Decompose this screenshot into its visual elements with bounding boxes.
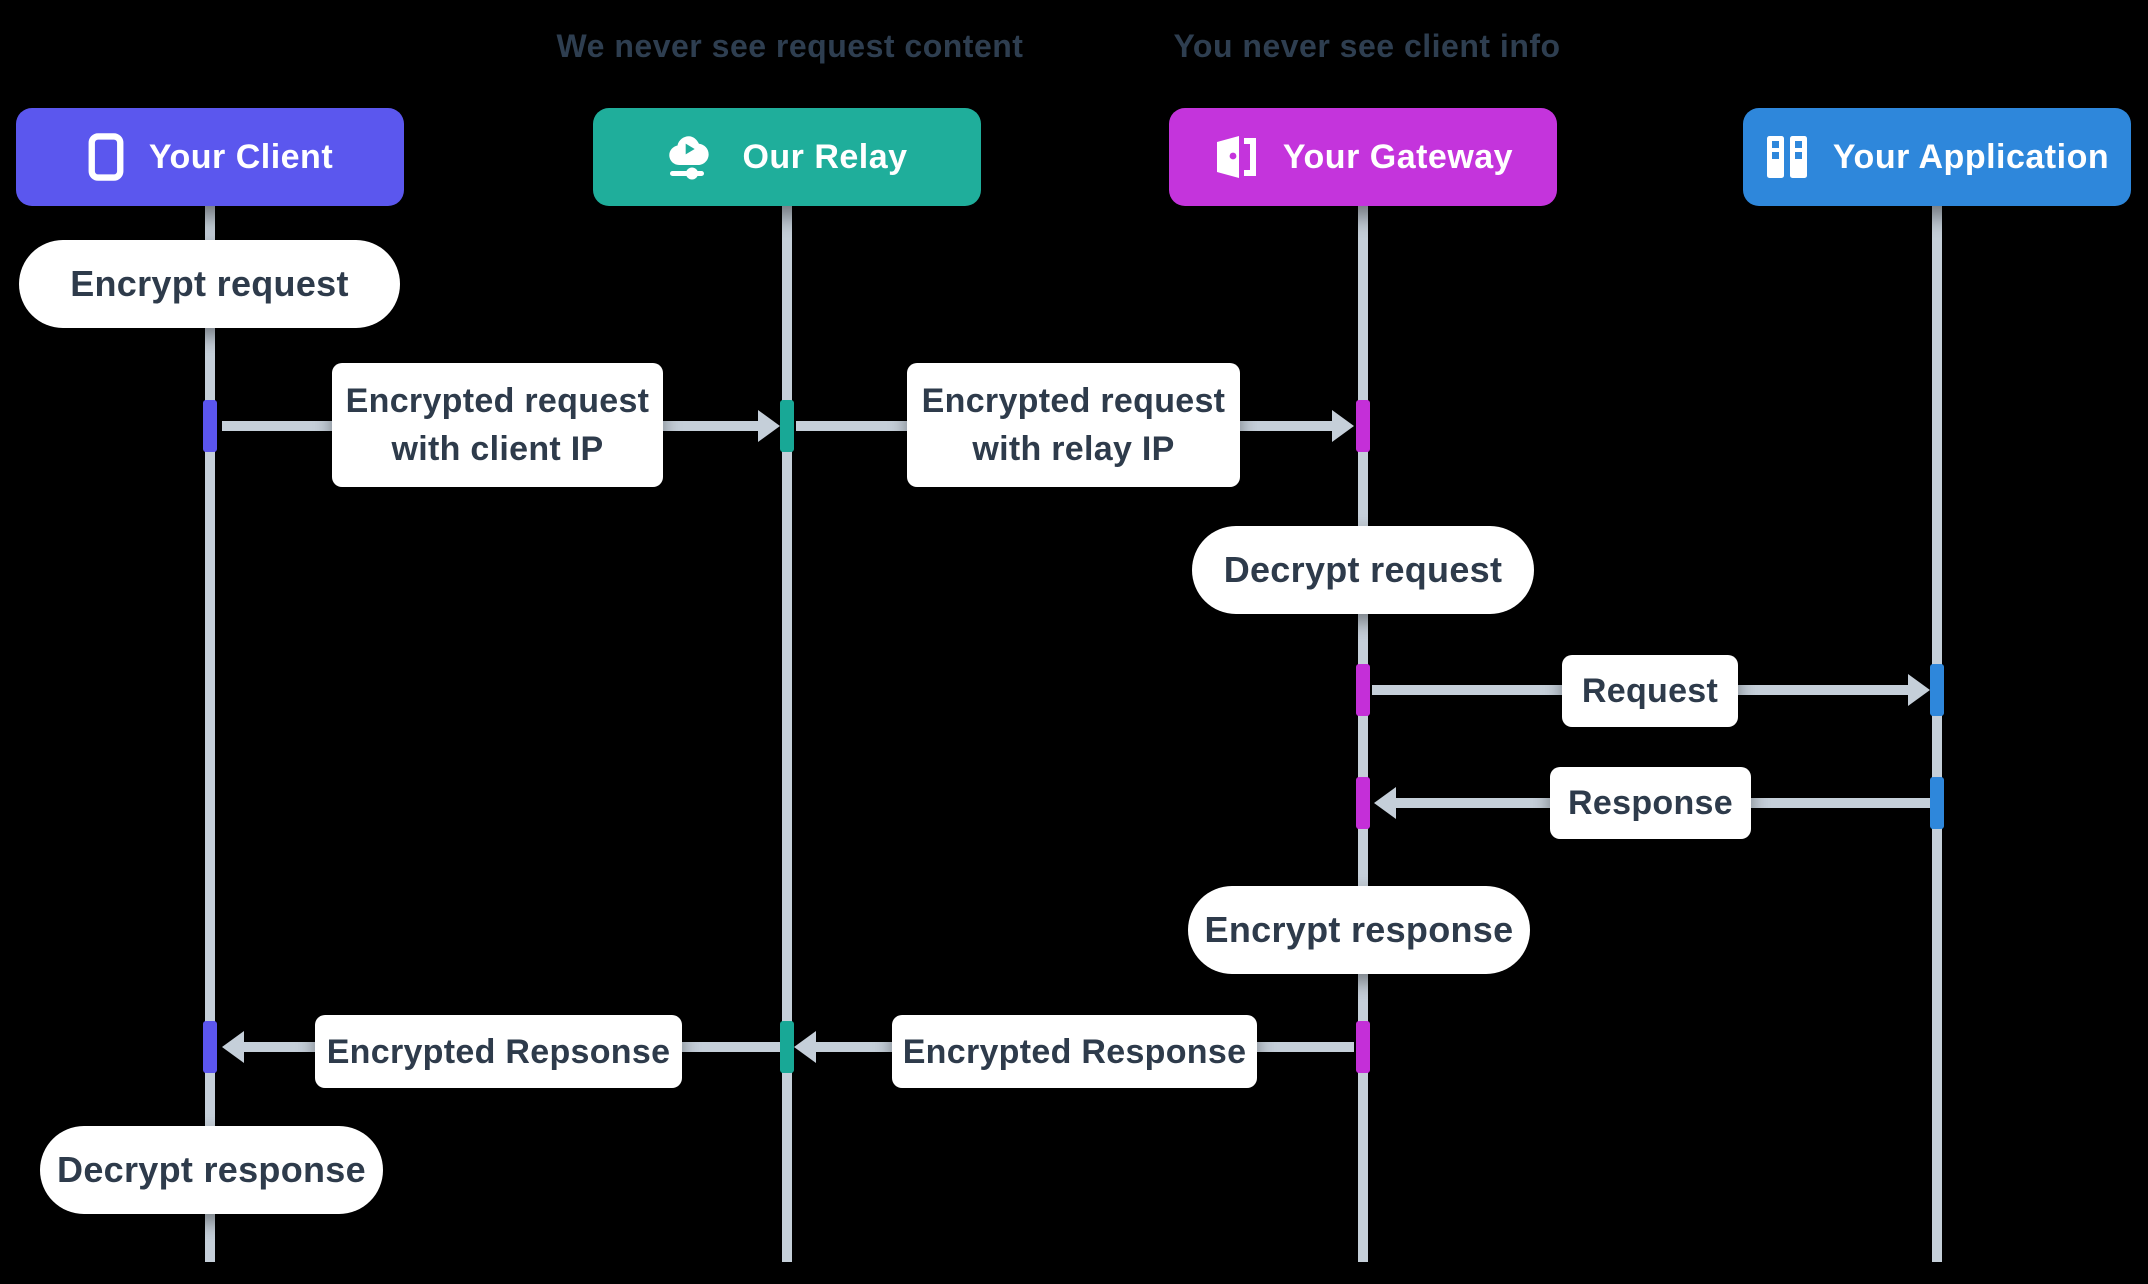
smartphone-icon [87,133,125,181]
actor-header-relay: Our Relay [593,108,981,206]
self-action-encrypt-request: Encrypt request [19,240,400,328]
activation-marker-client [203,400,217,452]
arrowhead-left-icon [222,1031,244,1063]
self-action-label: Decrypt response [57,1149,366,1190]
message-label-encrypted-repsonse: Encrypted Repsonse [315,1015,682,1088]
message-line: with relay IP [972,430,1175,468]
message-line: with client IP [391,430,604,468]
message-label-encrypted-request-client-ip: Encrypted request with client IP [332,363,663,487]
actor-header-application: Your Application [1743,108,2131,206]
actor-label: Your Application [1832,137,2110,176]
arrowhead-right-icon [1908,674,1930,706]
message-line: Request [1581,672,1719,710]
activation-marker-relay [780,1021,794,1073]
arrowhead-right-icon [1332,410,1354,442]
lifeline-gateway [1358,206,1368,1262]
message-label-response: Response [1550,767,1751,839]
lifeline-relay [782,206,792,1262]
lifeline-client [205,206,215,1262]
actor-label: Your Gateway [1282,137,1514,176]
arrowhead-left-icon [1374,787,1396,819]
arrowhead-left-icon [794,1031,816,1063]
annotation-relay-privacy: We never see request content [556,28,1024,64]
activation-marker-gateway [1356,400,1370,452]
message-label-encrypted-response: Encrypted Response [892,1015,1257,1088]
lifeline-application [1932,206,1942,1262]
self-action-decrypt-response: Decrypt response [40,1126,383,1214]
actor-label: Our Relay [742,137,908,176]
self-action-decrypt-request: Decrypt request [1192,526,1534,614]
activation-marker-gateway [1356,777,1370,829]
self-action-label: Encrypt request [70,263,349,304]
self-action-label: Decrypt request [1223,549,1503,590]
arrowhead-right-icon [758,410,780,442]
message-line: Encrypted request [345,382,650,420]
activation-marker-gateway [1356,664,1370,716]
message-line: Encrypted request [921,382,1226,420]
activation-marker-application [1930,664,1944,716]
activation-marker-relay [780,400,794,452]
message-label-encrypted-request-relay-ip: Encrypted request with relay IP [907,363,1240,487]
actor-header-client: Your Client [16,108,404,206]
server-towers-icon [1765,133,1809,181]
self-action-label: Encrypt response [1204,909,1514,950]
message-line: Encrypted Repsonse [326,1032,671,1071]
annotation-gateway-privacy: You never see client info [1173,28,1561,64]
open-door-icon [1213,133,1259,181]
self-action-encrypt-response: Encrypt response [1188,886,1530,974]
activation-marker-application [1930,777,1944,829]
message-line: Encrypted Response [902,1032,1247,1071]
activation-marker-client [203,1021,217,1073]
message-label-request: Request [1562,655,1738,727]
actor-header-gateway: Your Gateway [1169,108,1557,206]
actor-label: Your Client [148,137,334,176]
cloud-relay-icon [666,133,718,181]
message-line: Response [1568,784,1733,822]
activation-marker-gateway [1356,1021,1370,1073]
